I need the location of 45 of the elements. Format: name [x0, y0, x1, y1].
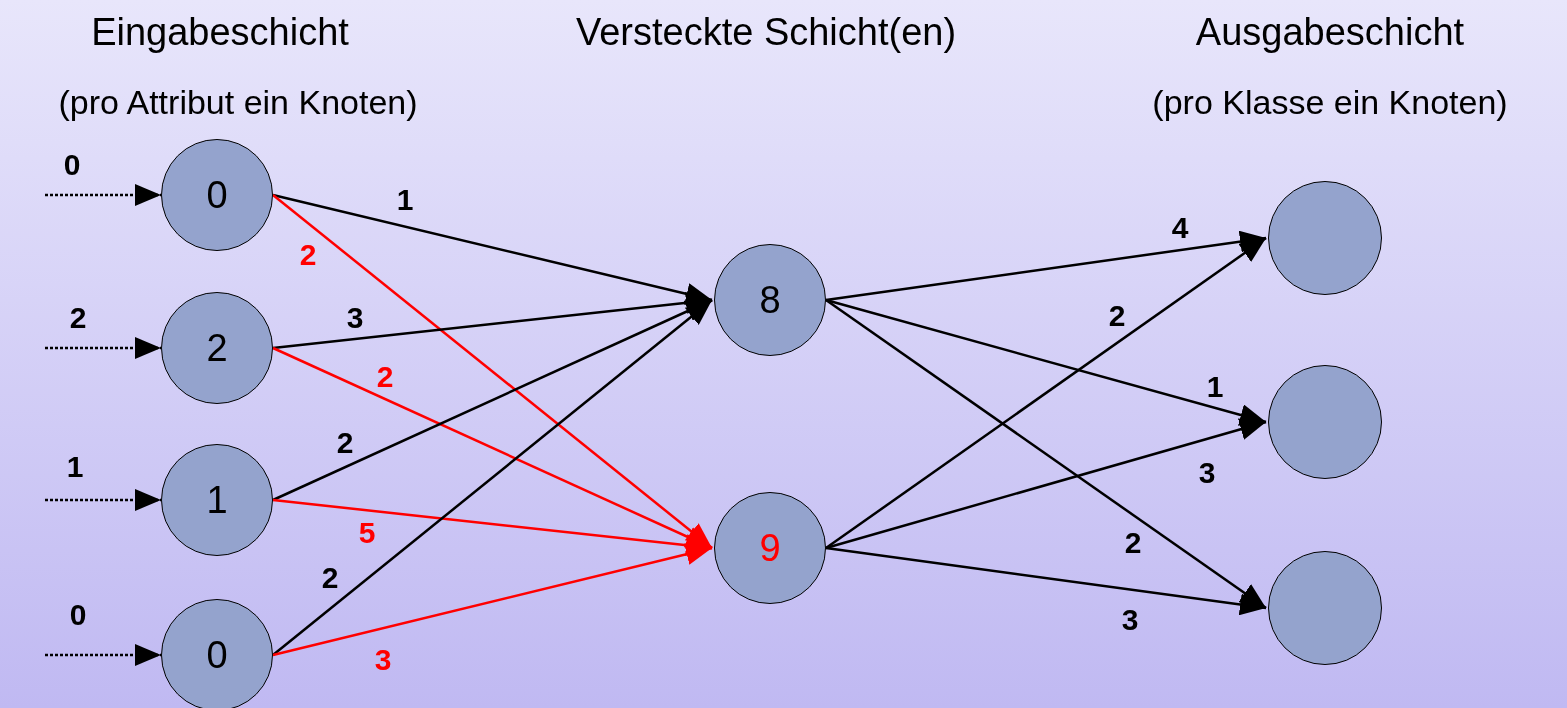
arrow: [272, 498, 713, 557]
edge-label: 2: [1124, 528, 1142, 558]
arrow: [825, 236, 1267, 550]
edge-label: 1: [66, 452, 84, 482]
arrow: [825, 298, 1267, 610]
edge-label: 1: [396, 185, 414, 215]
node-value: 9: [759, 529, 781, 567]
edge-label: 3: [1198, 458, 1216, 488]
edge-label: 3: [346, 303, 364, 333]
arrow: [272, 298, 713, 502]
arrow: [825, 546, 1267, 616]
edge-label: 2: [336, 428, 354, 458]
edge-label: 3: [1121, 605, 1139, 635]
arrow: [272, 543, 713, 657]
layer-note: (pro Attribut ein Knoten): [58, 84, 418, 122]
layer-heading: Eingabeschicht: [91, 12, 349, 54]
edge-label: 0: [69, 600, 87, 630]
edge-label: 0: [63, 150, 81, 180]
node-value: 2: [206, 329, 228, 367]
edge-label: 2: [299, 240, 317, 270]
edge-label: 2: [376, 362, 394, 392]
edge-label: 4: [1171, 213, 1189, 243]
layer-note: (pro Klasse ein Knoten): [1152, 84, 1508, 122]
layer-heading: Ausgabeschicht: [1195, 12, 1465, 54]
edge-label: 2: [1108, 301, 1126, 331]
edge-label: 5: [358, 518, 376, 548]
arrow: [272, 193, 713, 305]
node-value: 0: [206, 636, 228, 674]
arrow: [272, 299, 713, 656]
arrow: [45, 644, 161, 666]
arrow: [45, 337, 161, 359]
edge-label: 1: [1206, 372, 1224, 402]
arrow: [272, 194, 713, 549]
arrow: [45, 489, 161, 511]
arrow: [45, 184, 161, 206]
edge-label: 2: [69, 303, 87, 333]
node-value: 8: [759, 281, 781, 319]
node-value: 0: [206, 176, 228, 214]
edge-label: 3: [374, 645, 392, 675]
arrow: [272, 291, 713, 350]
node-value: 1: [206, 481, 228, 519]
arrow: [272, 346, 713, 550]
layer-heading: Versteckte Schicht(en): [575, 12, 957, 54]
edge-label: 2: [321, 563, 339, 593]
arrow: [825, 230, 1267, 302]
